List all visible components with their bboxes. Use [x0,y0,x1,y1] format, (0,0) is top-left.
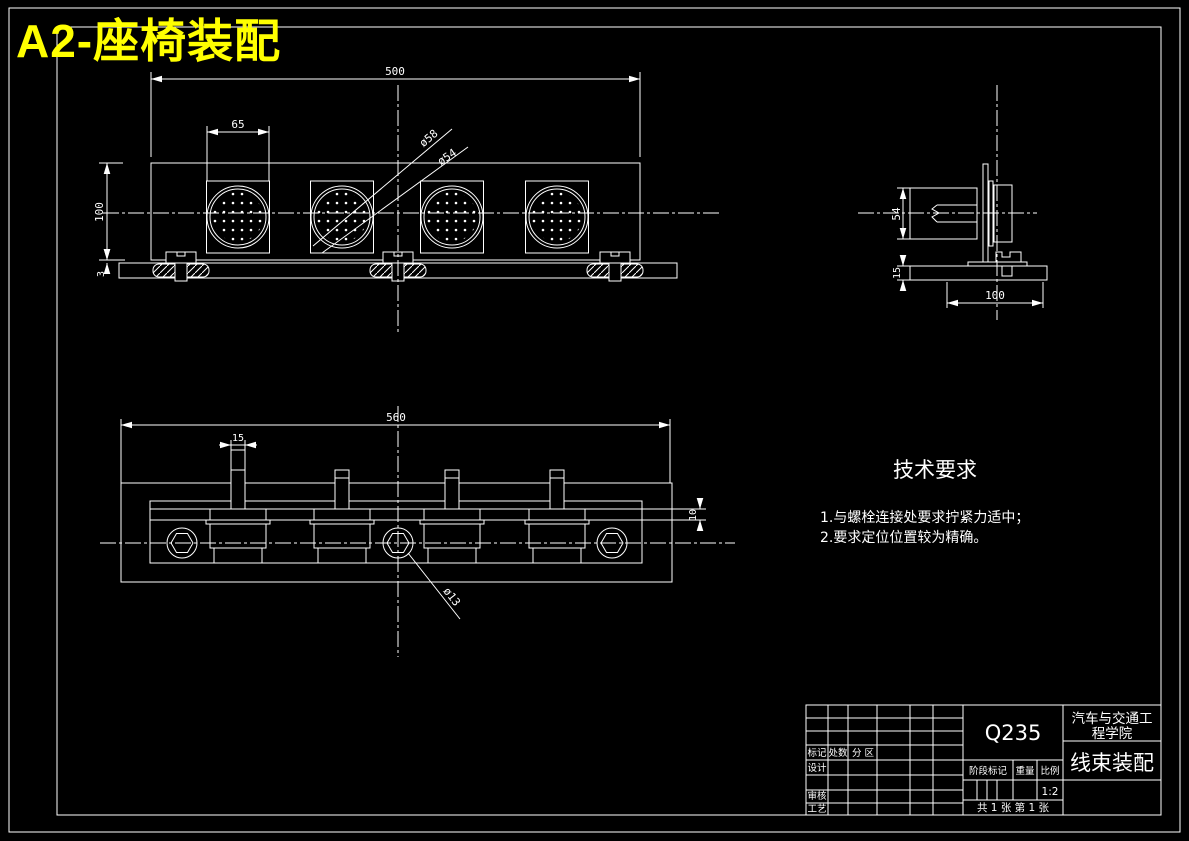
drawing-name: 线束装配 [1070,751,1154,775]
label-design: 设计 [807,762,827,774]
bottom-connector-1 [205,508,271,564]
connector-face-2 [310,180,374,254]
dim-bottom-width: 560 [386,411,406,424]
front-dim-100: 100 [93,162,125,261]
label-stage-mark: 阶段标记 [969,765,1008,777]
side-dim-100: 100 [946,282,1044,308]
dim-side-body: 54 [890,207,903,221]
label-count: 处数 [828,747,848,759]
front-dim-3: 3 [96,249,111,277]
bottom-dim-560: 560 [120,411,671,483]
dim-front-gap: 3 [96,271,107,277]
scale-value: 1:2 [1042,786,1059,798]
front-bolt-3 [586,251,644,282]
bottom-dim-10: 10 [642,498,706,531]
tech-requirements-heading: 技术要求 [893,458,977,482]
bottom-inner-plate [149,500,643,564]
organization-line2: 程学院 [1092,726,1133,742]
title-block: 标记 处数 分 区 设计 审核 工艺 Q235 阶段标记 重量 比例 1:2 共… [805,704,1162,816]
tech-requirement-item-2: 2.要求定位位置较为精确。 [820,530,987,546]
connector-face-3 [420,180,484,254]
label-inner-diameter: ø54 [435,146,459,168]
front-view: 500 65 100 3 ø58 ø54 [93,65,722,332]
side-dim-54: 54 [890,187,910,240]
side-clip [995,251,1022,263]
dim-bottom-flange: 10 [688,509,699,521]
label-weight: 重量 [1015,765,1035,777]
label-outer-diameter: ø58 [417,127,441,150]
bottom-outer-plate [120,482,673,583]
label-hole-diameter: ø13 [441,585,463,609]
material-spec: Q235 [985,721,1042,745]
side-base-plate [909,265,1048,281]
border-frames [8,7,1181,833]
bottom-connector-4 [524,508,590,564]
dim-side-base: 100 [985,289,1005,302]
dim-front-square: 65 [231,118,244,131]
label-check: 审核 [807,790,827,802]
label-process: 工艺 [807,804,826,815]
front-dim-65: 65 [206,118,270,181]
inner-frame [56,26,1162,816]
tech-requirement-item-1: 1.与螺栓连接处要求拧紧力适中； [820,509,1029,526]
connector-face-4 [525,180,589,254]
connector-face-1 [206,180,270,254]
label-mark: 标记 [807,747,827,759]
bottom-connector-3 [419,508,485,564]
side-view: 54 15 100 [858,85,1048,320]
dim-side-plate: 15 [892,267,903,279]
dim-front-height: 100 [93,202,106,222]
outer-frame [8,7,1181,833]
sheet-info: 共 1 张 第 1 张 [977,801,1050,814]
tech-requirements: 技术要求 1.与螺栓连接处要求拧紧力适中； 2.要求定位位置较为精确。 [820,458,1029,546]
dim-front-width: 500 [385,65,405,78]
front-bolt-1 [152,251,210,282]
bottom-connector-2 [309,508,375,564]
bottom-dim-15: 15 [219,433,257,450]
front-dim-500: 500 [150,65,641,157]
label-scale: 比例 [1040,765,1059,777]
organization-line1: 汽车与交通工 [1072,710,1153,727]
bottom-view: 560 15 10 ø13 [100,406,735,657]
dim-bottom-stud: 15 [232,433,244,444]
sheet-title: A2-座椅装配 [16,15,281,67]
label-zone: 分 区 [852,748,875,759]
side-dim-15: 15 [892,255,910,291]
bottom-studs [230,449,565,510]
